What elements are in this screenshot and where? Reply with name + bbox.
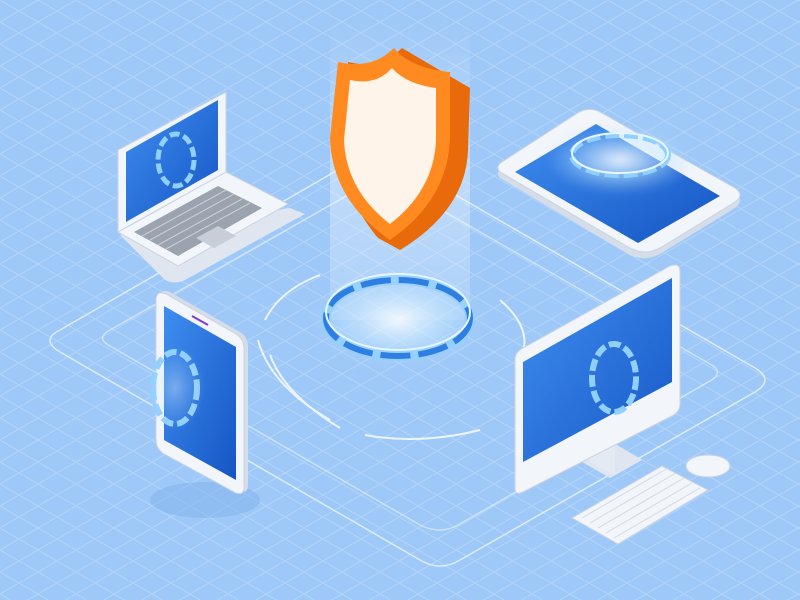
desktop-monitor	[514, 264, 681, 494]
mouse	[685, 454, 731, 478]
laptop	[116, 91, 305, 283]
tablet-landscape	[497, 108, 741, 259]
security-shield-icon	[330, 48, 470, 250]
central-security-ring	[303, 268, 493, 372]
smartphone	[145, 290, 260, 518]
laptop-screen-ring	[155, 131, 197, 189]
keyboard	[570, 465, 710, 545]
monitor-ring	[589, 341, 639, 415]
